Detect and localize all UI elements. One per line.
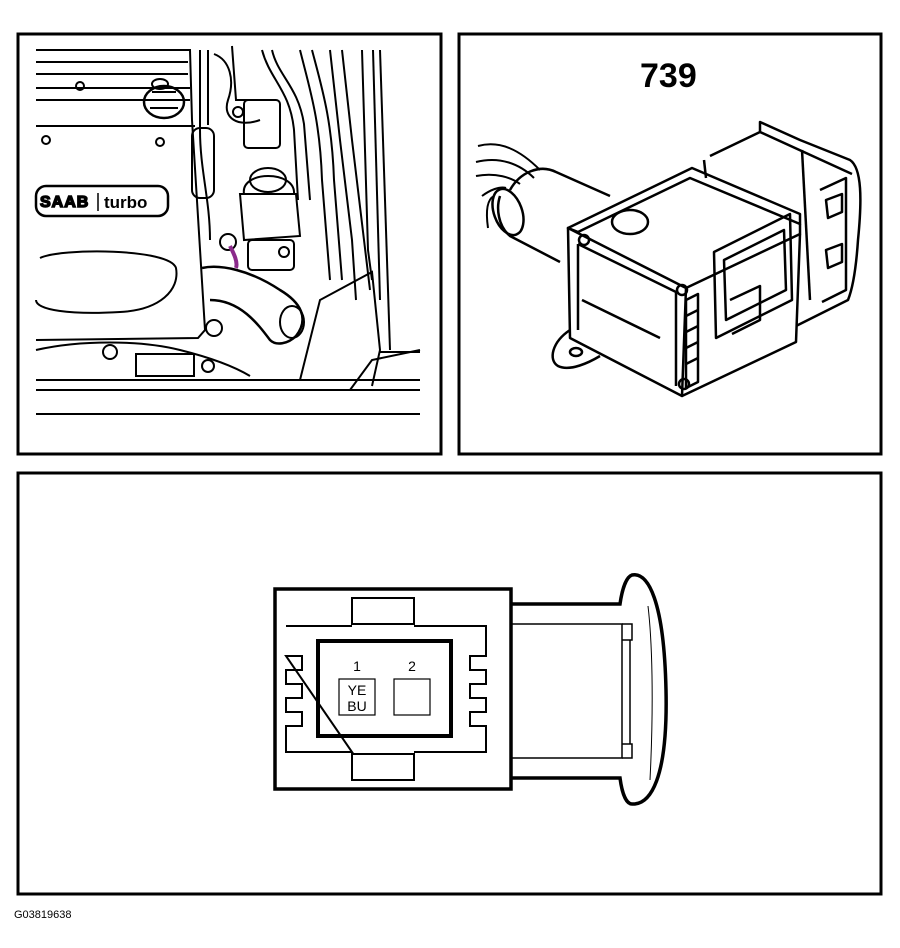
figure-id: G03819638: [14, 909, 72, 921]
engine-cover: [34, 49, 207, 341]
saab-badge: SAAB turbo: [39, 193, 147, 212]
pin-1-wire-color-primary: YE: [348, 682, 367, 698]
oil-filler-cap: [142, 78, 186, 120]
pin-1-number: 1: [353, 658, 361, 674]
pin-cavity: [316, 639, 453, 738]
svg-text:SAAB: SAAB: [40, 194, 89, 211]
connector-housing: [273, 587, 513, 791]
connector-face-panel: 1 2 YE BU: [16, 471, 883, 896]
pin-2-number: 2: [408, 658, 416, 674]
coolant-reservoir: [238, 167, 302, 271]
connector-3d-panel: 739: [457, 32, 883, 456]
connector-number-label: 739: [640, 57, 697, 95]
harness-highlight: [228, 245, 239, 269]
pin-1-terminal: [338, 678, 376, 716]
svg-text:turbo: turbo: [104, 193, 147, 212]
pin-1-wire-color-secondary: BU: [347, 698, 366, 714]
pin-2-terminal: [393, 678, 431, 716]
engine-bay-panel: SAAB turbo: [16, 32, 443, 456]
